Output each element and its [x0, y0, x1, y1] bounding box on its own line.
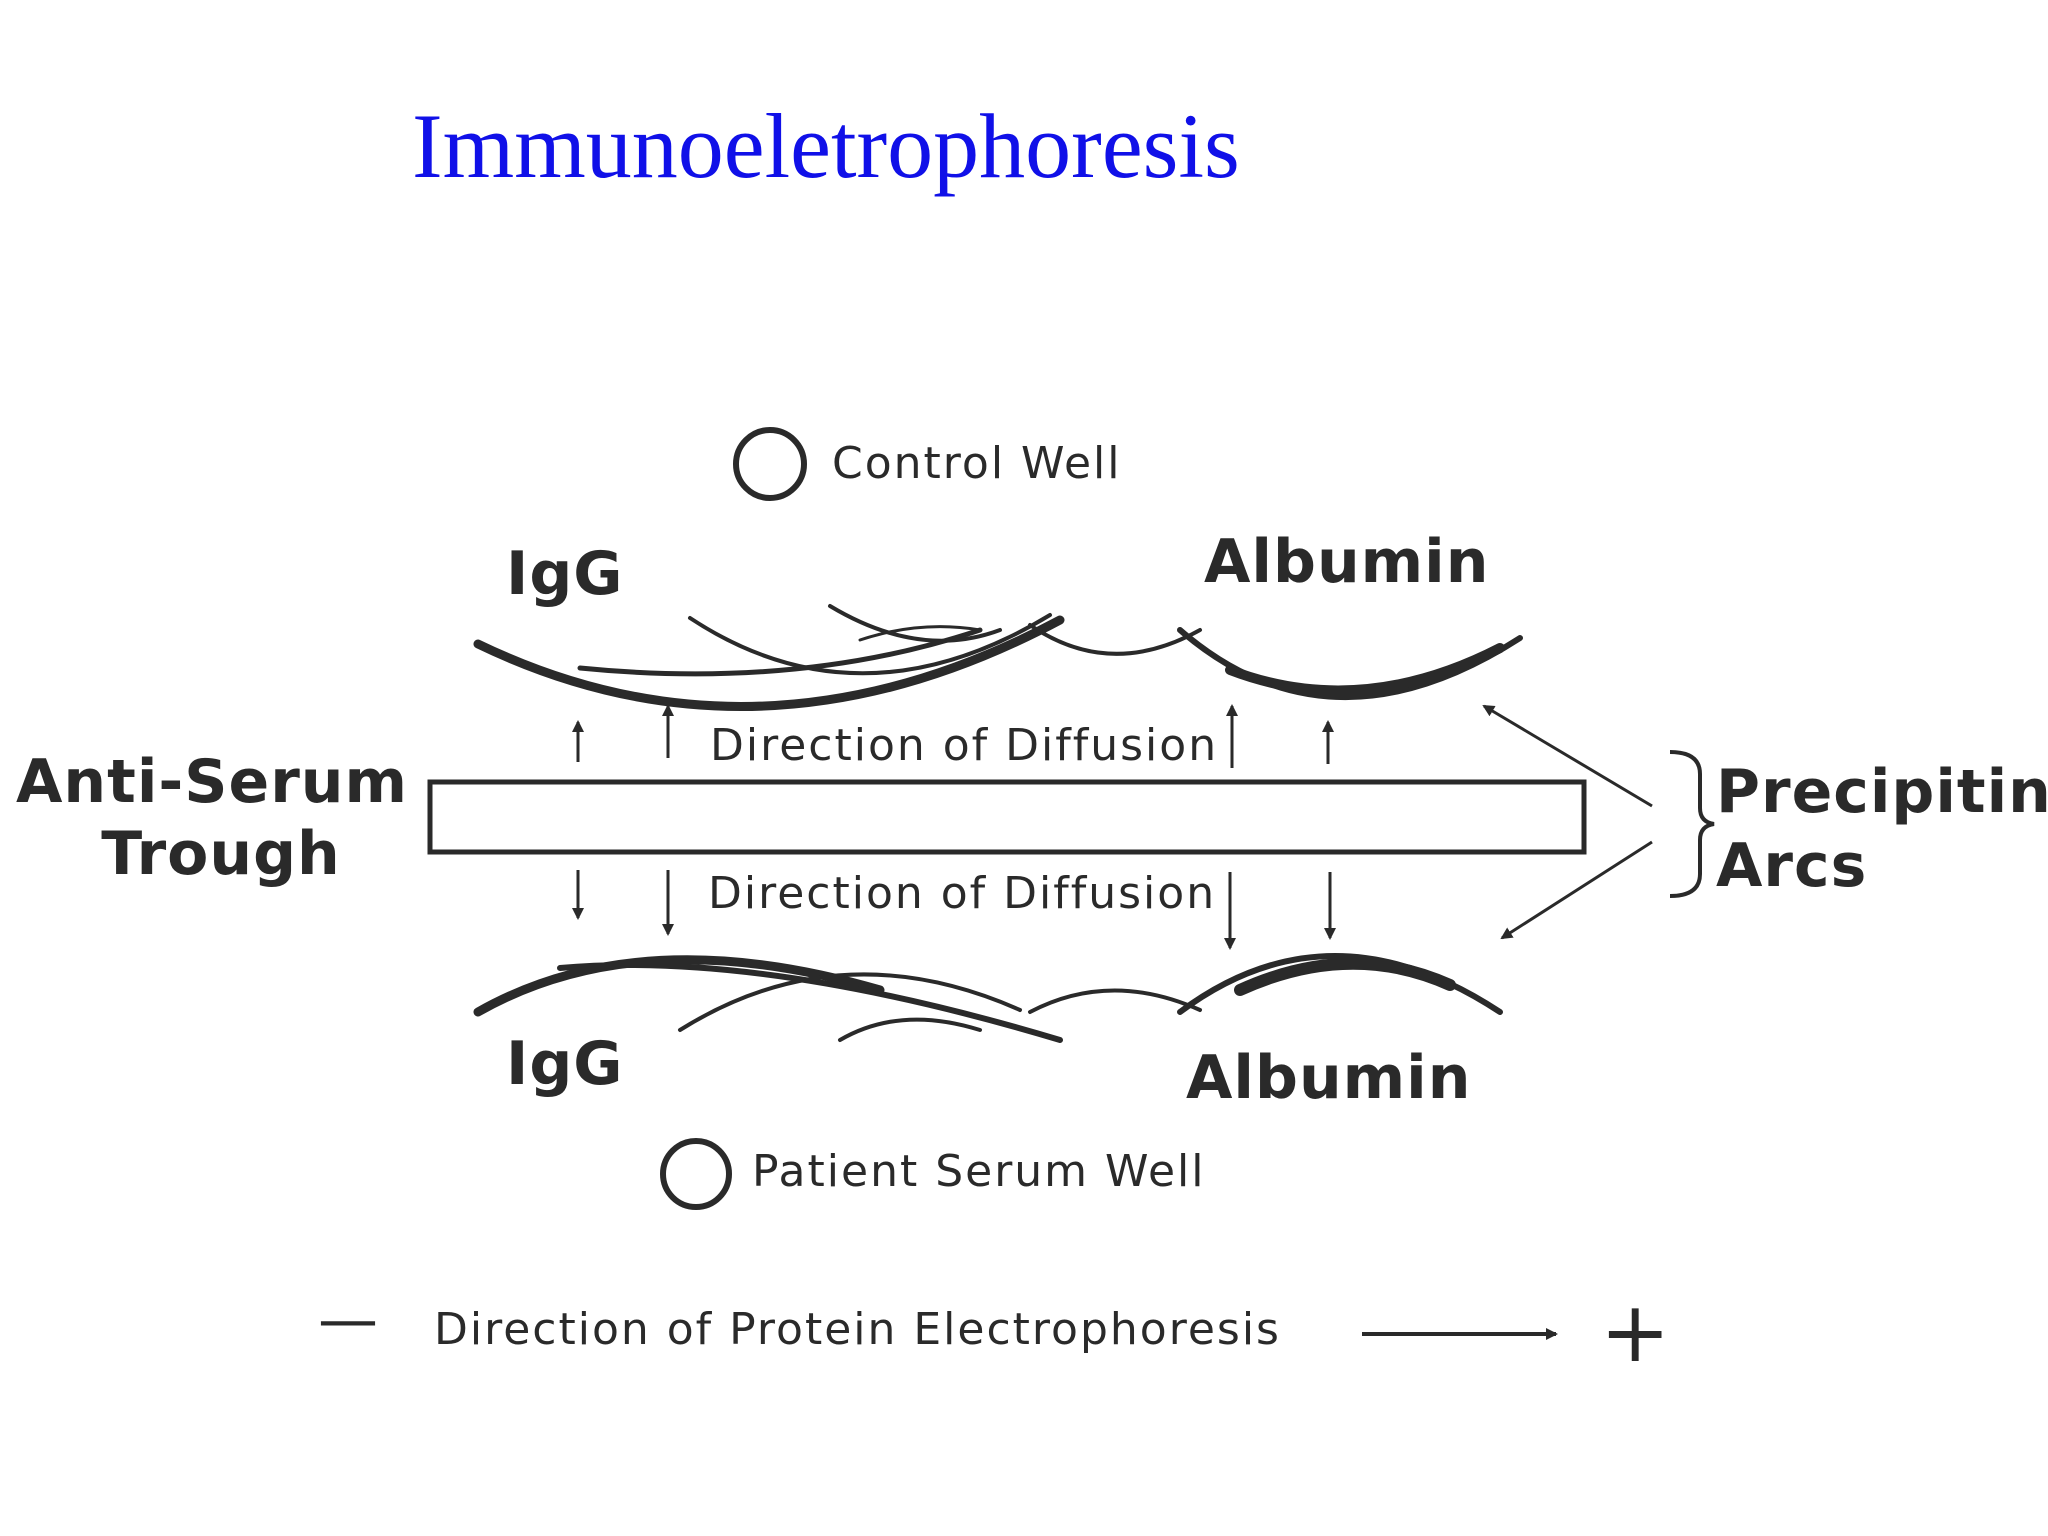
top-mid-arc — [1028, 623, 1202, 656]
top-albumin-arc-thick — [1225, 643, 1505, 696]
bottom-diffusion-arrows — [572, 870, 1336, 950]
precipitin-pointer-arrows — [1482, 704, 1653, 940]
bottom-igg-arc-4 — [838, 1017, 982, 1042]
electrophoresis-label: Direction of Protein Electrophoresis — [434, 1304, 1281, 1355]
top-igg-arc-5 — [858, 625, 982, 642]
control-well-icon — [733, 427, 807, 501]
trough-label-line2: Trough — [101, 819, 341, 889]
bottom-albumin-arc-thick — [1234, 957, 1456, 996]
bottom-igg-arc-main — [473, 955, 885, 1017]
top-albumin-label: Albumin — [1204, 527, 1490, 597]
top-diffusion-label: Direction of Diffusion — [710, 720, 1219, 771]
bottom-igg-arc-2 — [557, 962, 1063, 1043]
top-igg-label: IgG — [506, 539, 624, 609]
anti-serum-trough — [427, 779, 1587, 855]
arrow-to-top-arc-icon — [1482, 704, 1653, 808]
electrophoresis-minus-sign: — — [318, 1285, 379, 1355]
trough-label-line1: Anti-Serum — [16, 747, 409, 817]
arrow-to-bottom-arc-icon — [1500, 840, 1653, 940]
precipitin-label-line2: Arcs — [1716, 831, 1868, 901]
bottom-diffusion-label: Direction of Diffusion — [708, 868, 1217, 919]
top-igg-arc-3 — [688, 613, 1052, 676]
precipitin-bracket — [1669, 750, 1715, 898]
bottom-albumin-label: Albumin — [1186, 1043, 1472, 1113]
control-well-label: Control Well — [832, 438, 1122, 489]
top-igg-arc-4 — [828, 604, 1002, 643]
precipitin-label-line1: Precipitin — [1716, 757, 2048, 827]
patient-well-icon — [660, 1138, 732, 1210]
bottom-igg-arc-3 — [678, 972, 1022, 1032]
page-title: Immunoeletrophoresis — [412, 95, 1240, 197]
top-igg-arc-main — [473, 615, 1065, 711]
electrophoresis-plus-sign: + — [1600, 1283, 1671, 1381]
top-diffusion-arrows — [572, 704, 1334, 768]
patient-well-label: Patient Serum Well — [752, 1146, 1206, 1197]
bottom-igg-label: IgG — [506, 1029, 624, 1099]
top-igg-arc-2 — [577, 627, 983, 677]
top-precipitin-arcs — [473, 604, 1523, 711]
bottom-precipitin-arcs — [473, 953, 1503, 1043]
bottom-mid-arc — [1028, 988, 1202, 1014]
